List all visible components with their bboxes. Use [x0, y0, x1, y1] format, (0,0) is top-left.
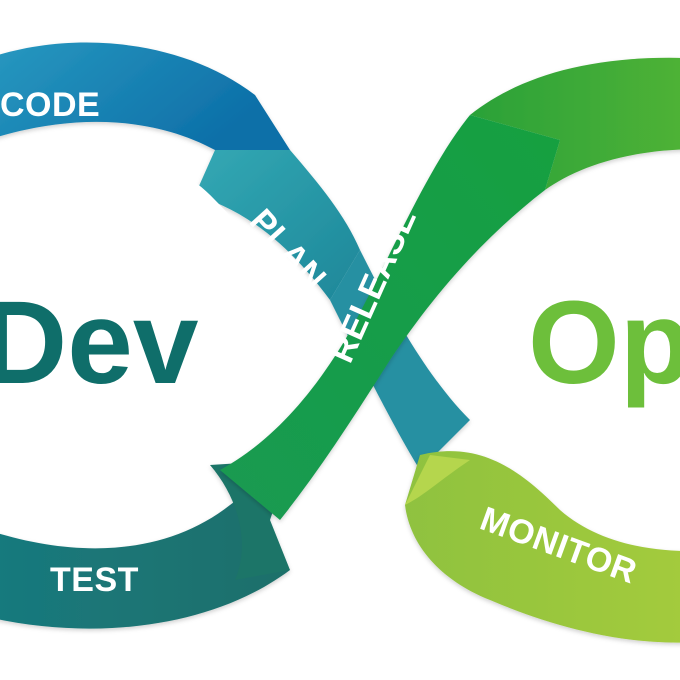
ops-loop-hole	[440, 166, 680, 491]
stage-label-code: CODE	[0, 86, 100, 124]
segment-monitor	[405, 451, 680, 643]
ops-loop	[220, 57, 680, 643]
segment-test	[0, 460, 290, 629]
stage-label-test: TEST	[50, 561, 139, 599]
dev-word: Dev	[0, 277, 199, 409]
ops-word: Op	[528, 277, 680, 409]
segment-plan	[195, 150, 360, 300]
segment-release	[220, 115, 560, 520]
dev-loop-hole	[0, 151, 300, 505]
segment-monitor-arrow	[405, 455, 470, 505]
segment-code	[0, 42, 290, 150]
segment-top-right	[470, 57, 680, 190]
